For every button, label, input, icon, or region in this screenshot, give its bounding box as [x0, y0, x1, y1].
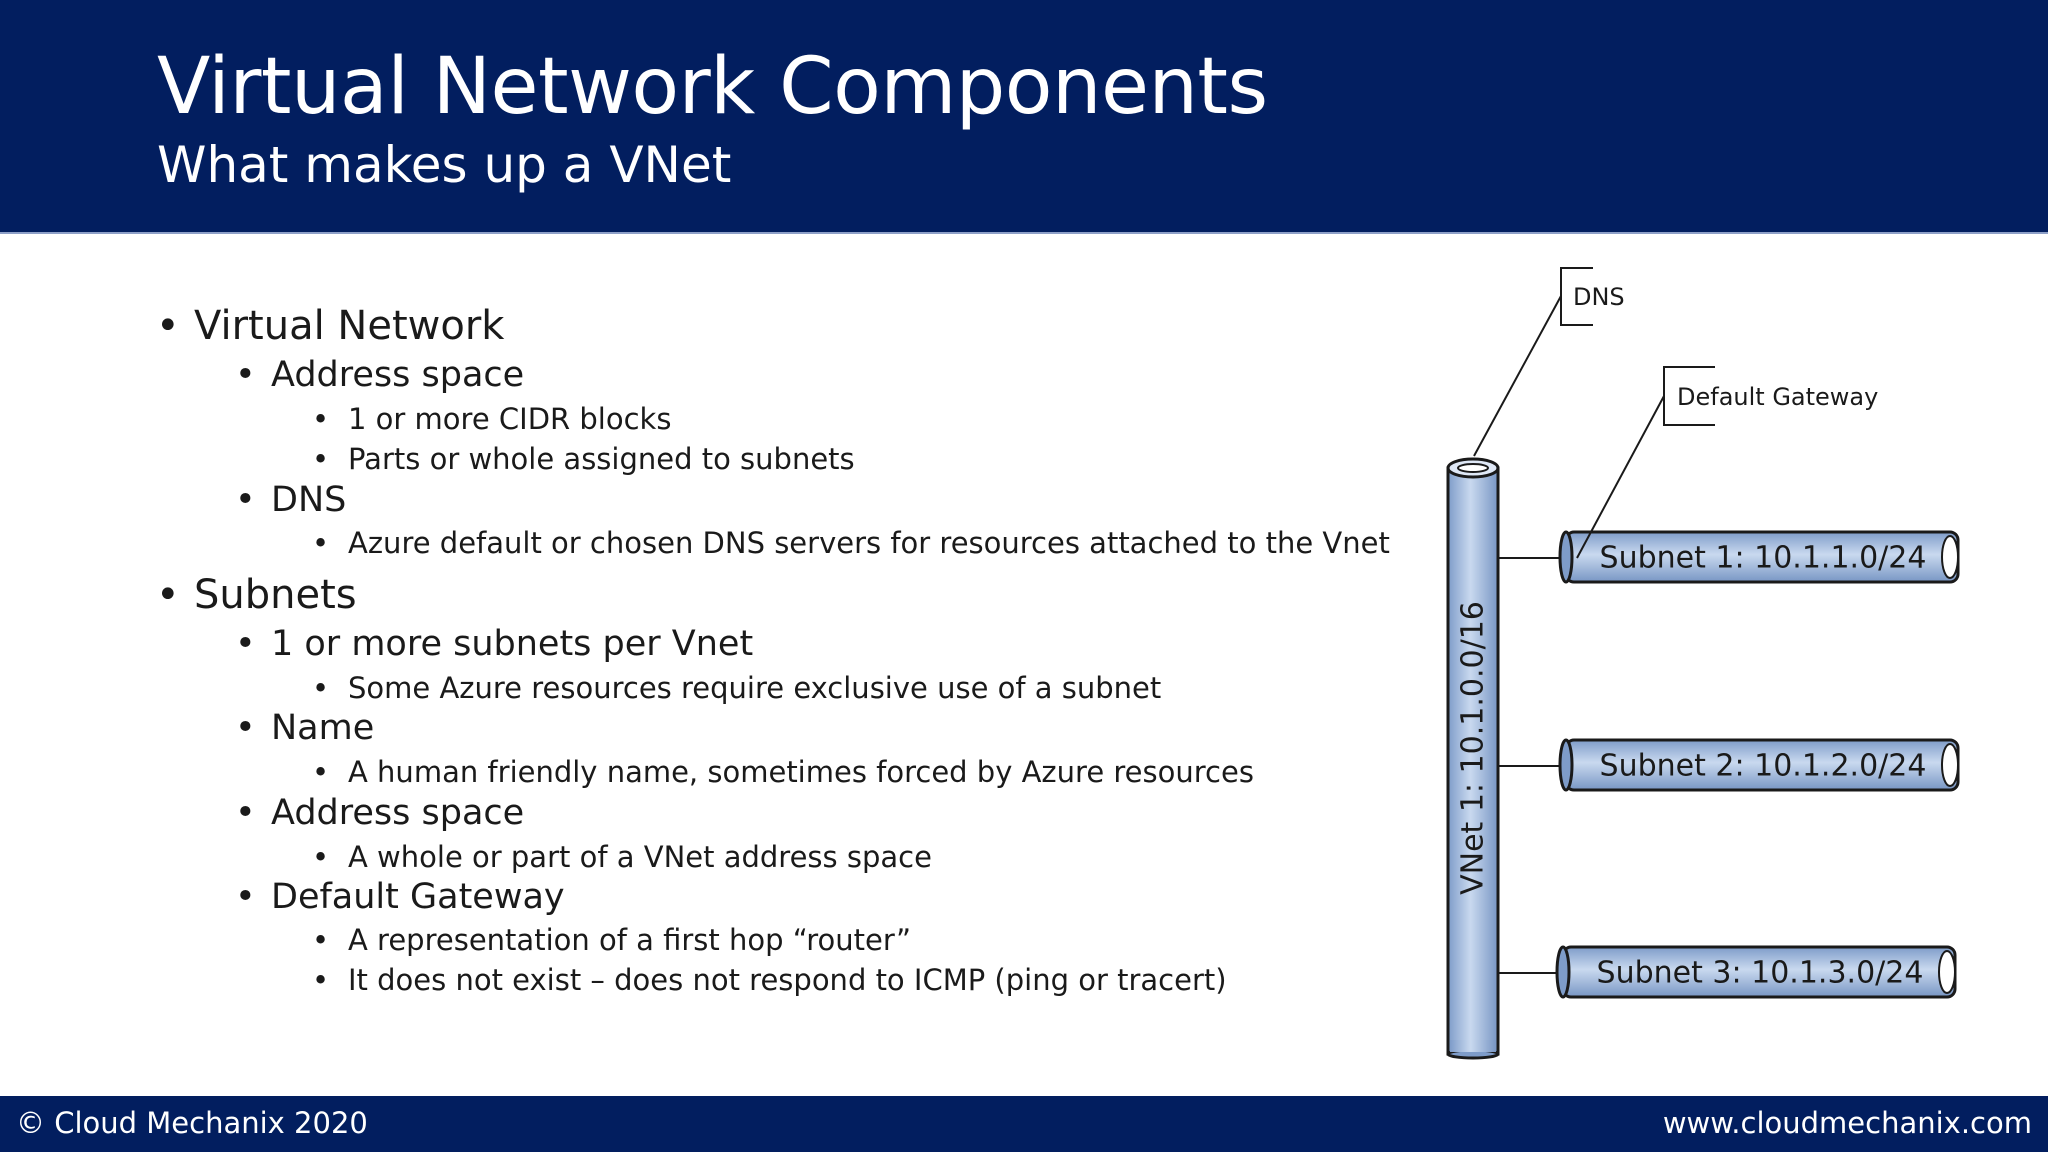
- subnet-pipe-2: [1558, 738, 1960, 792]
- subnet-pipe-1: [1558, 530, 1960, 584]
- bullet-does-not-exist: It does not exist – does not respond to …: [312, 963, 1227, 997]
- bullet-list: Virtual Network Address space 1 or more …: [0, 0, 1400, 1096]
- bullet-first-hop-router: A representation of a first hop “router”: [312, 923, 911, 957]
- footer-bar: © Cloud Mechanix 2020 www.cloudmechanix.…: [0, 1096, 2048, 1152]
- vnet-pipe: [1446, 457, 1500, 1060]
- page-subtitle: What makes up a VNet: [157, 136, 732, 194]
- dns-callout-label: DNS: [1573, 283, 1625, 311]
- bullet-subnets-per-vnet: 1 or more subnets per Vnet: [235, 624, 753, 664]
- page-title: Virtual Network Components: [157, 42, 1268, 132]
- default-gateway-callout: [1576, 366, 1715, 559]
- bullet-address-space: Address space: [235, 355, 524, 395]
- default-gateway-callout-label: Default Gateway: [1677, 383, 1878, 411]
- bullet-name: Name: [235, 708, 374, 748]
- subnet-label-1: Subnet 1: 10.1.1.0/24: [1600, 541, 1927, 576]
- subnet-label-3: Subnet 3: 10.1.3.0/24: [1597, 956, 1924, 991]
- copyright-text: © Cloud Mechanix 2020: [16, 1106, 368, 1140]
- header-banner: Virtual Network Components What makes up…: [0, 0, 2048, 234]
- bullet-subnets: Subnets: [156, 572, 357, 618]
- website-link[interactable]: www.cloudmechanix.com: [1662, 1106, 2032, 1140]
- bullet-default-gateway: Default Gateway: [235, 877, 565, 917]
- vnet-label: VNet 1: 10.1.0.0/16: [1456, 601, 1491, 895]
- bullet-friendly-name: A human friendly name, sometimes forced …: [312, 755, 1254, 789]
- bullet-dns: DNS: [235, 480, 347, 520]
- bullet-exclusive-subnet: Some Azure resources require exclusive u…: [312, 671, 1161, 705]
- subnet-pipe-3: [1555, 945, 1957, 999]
- subnet-label-2: Subnet 2: 10.1.2.0/24: [1600, 749, 1927, 784]
- vnet-diagram: VNet 1: 10.1.0.0/16 Subnet 1: 10.1.1.0/2…: [1446, 267, 1960, 1060]
- bullet-cidr-blocks: 1 or more CIDR blocks: [312, 402, 672, 436]
- bullet-subnet-address-space: Address space: [235, 793, 524, 833]
- bullet-virtual-network: Virtual Network: [156, 303, 504, 349]
- dns-callout: [1473, 267, 1593, 457]
- bullet-assigned-to-subnets: Parts or whole assigned to subnets: [312, 442, 855, 476]
- bullet-whole-or-part: A whole or part of a VNet address space: [312, 840, 932, 874]
- bullet-dns-servers: Azure default or chosen DNS servers for …: [312, 526, 1390, 560]
